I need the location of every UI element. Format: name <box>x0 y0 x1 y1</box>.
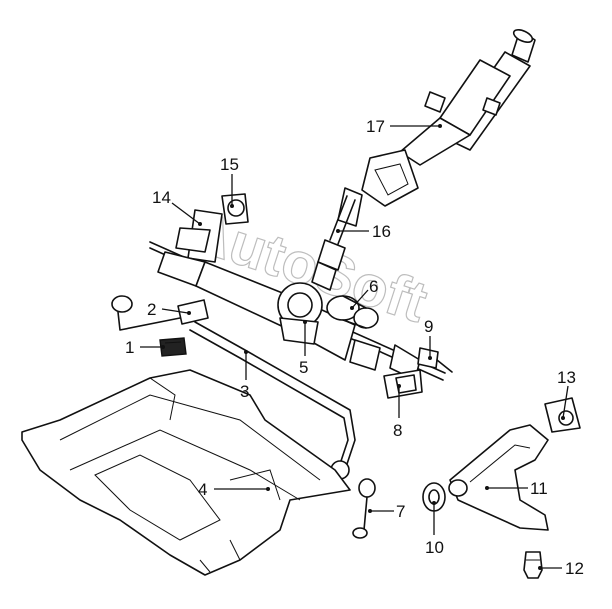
callout-2: 2 <box>147 300 156 319</box>
callout-15: 15 <box>220 155 239 174</box>
callout-11: 11 <box>530 479 548 498</box>
leader-2 <box>161 308 189 314</box>
front-subframe <box>21 369 351 576</box>
callout-9: 9 <box>424 317 433 336</box>
steering-gear-housing <box>277 282 323 345</box>
callout-3: 3 <box>240 382 249 401</box>
callout-6: 6 <box>369 277 378 296</box>
callout-12: 12 <box>565 559 584 578</box>
leader-lines <box>140 124 569 570</box>
callout-4: 4 <box>198 480 207 499</box>
callout-5: 5 <box>299 358 308 377</box>
intermediate-shaft <box>311 187 363 291</box>
bushing-bracket <box>111 295 209 331</box>
callout-17: 17 <box>366 117 385 136</box>
callout-10: 10 <box>425 538 444 557</box>
tie-rod-end <box>417 347 453 373</box>
mount-bushing <box>221 193 249 225</box>
control-arm-bushing <box>422 482 446 512</box>
callout-13: 13 <box>557 368 576 387</box>
leader-14 <box>171 202 201 225</box>
callout-7: 7 <box>396 502 405 521</box>
leader-13 <box>562 385 569 419</box>
callout-1: 1 <box>125 338 134 357</box>
rack-mount-bracket <box>175 209 223 263</box>
arm-rear-bracket <box>544 397 581 433</box>
stabilizer-link <box>352 478 376 539</box>
callout-14: 14 <box>152 188 171 207</box>
callout-labels: 1 2 3 4 5 6 7 8 9 10 11 12 13 14 15 16 1… <box>125 117 584 578</box>
steering-column <box>361 29 536 207</box>
lower-control-arm <box>448 424 549 531</box>
stabilizer-bushing <box>159 337 187 357</box>
callout-8: 8 <box>393 421 402 440</box>
leader-6 <box>351 289 369 309</box>
ball-joint <box>523 551 543 579</box>
callout-16: 16 <box>372 222 391 241</box>
gear-mount-bushing <box>326 295 379 329</box>
mount-clamp <box>383 369 423 399</box>
